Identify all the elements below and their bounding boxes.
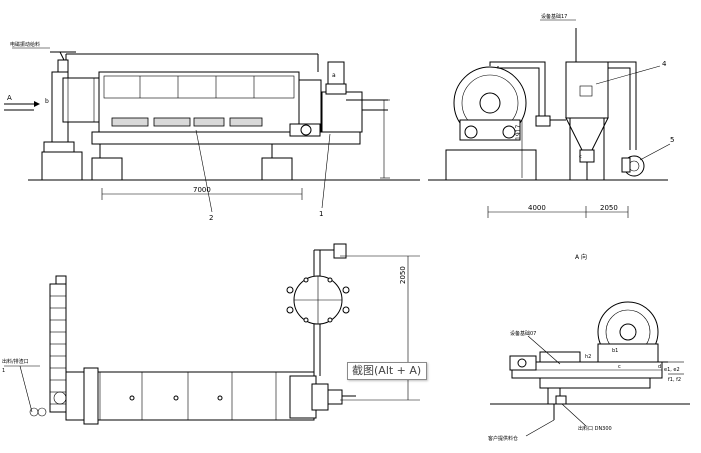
balloon-2: 2 <box>209 214 213 222</box>
a-view-c-label: c <box>618 364 621 370</box>
heater-slats <box>111 117 263 127</box>
front-view <box>4 47 420 213</box>
a-view-note-bottom-left: 客户提供料仓 <box>488 435 518 442</box>
screenshot-tooltip: 截图(Alt + A) <box>347 362 427 380</box>
a-view-title: A 向 <box>575 253 587 261</box>
a-view-h2-label: h2 <box>585 354 591 360</box>
side-height-dimension: 1917 <box>515 125 522 140</box>
a-view <box>490 301 690 437</box>
plan-height-dimension: 2050 <box>399 266 407 284</box>
front-length-dimension: 7000 <box>193 186 211 194</box>
front-a-label: a <box>332 72 336 79</box>
side-c-label: c <box>579 154 582 160</box>
plan-left-note: 出料/排渣口 <box>2 358 29 365</box>
balloon-4: 4 <box>662 60 667 68</box>
a-view-note-bottom-mid: 出料口 DN300 <box>578 425 612 432</box>
top-left-note: 电磁振动给料 <box>10 41 40 48</box>
front-arrow-label: A <box>7 94 12 102</box>
balloon-1: 1 <box>319 210 323 218</box>
side-width-left-dimension: 4000 <box>528 204 546 212</box>
side-top-note: 设备基础17 <box>541 13 567 20</box>
front-b-label: b <box>45 98 49 105</box>
side-width-right-dimension: 2050 <box>600 204 618 212</box>
a-view-b1-label: b1 <box>612 348 618 354</box>
plan-left-note-2: 1 <box>2 368 5 374</box>
plan-coil-stack <box>50 295 66 405</box>
plan-view <box>4 243 420 425</box>
a-view-f1f2-label: f1, f2 <box>668 377 681 383</box>
a-view-d-label: d <box>658 364 661 370</box>
a-view-e1e2-label: e1, e2 <box>664 367 680 373</box>
side-view <box>428 19 671 218</box>
balloon-5: 5 <box>670 136 674 144</box>
a-view-note-left: 设备基础07 <box>510 330 536 337</box>
